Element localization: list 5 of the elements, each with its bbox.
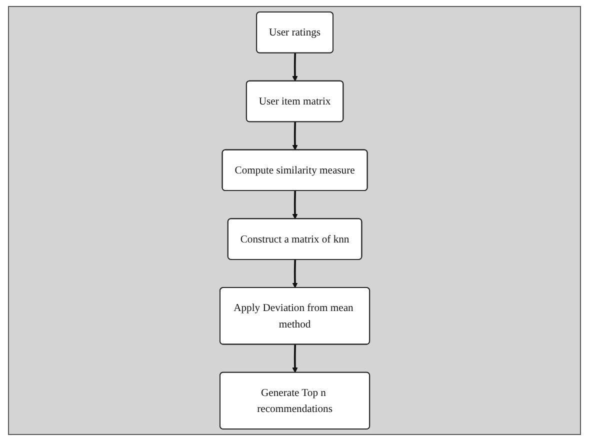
arrow [292,344,298,373]
arrow [292,260,298,288]
arrow [292,53,298,82]
arrow [292,190,298,220]
arrow [292,122,298,150]
